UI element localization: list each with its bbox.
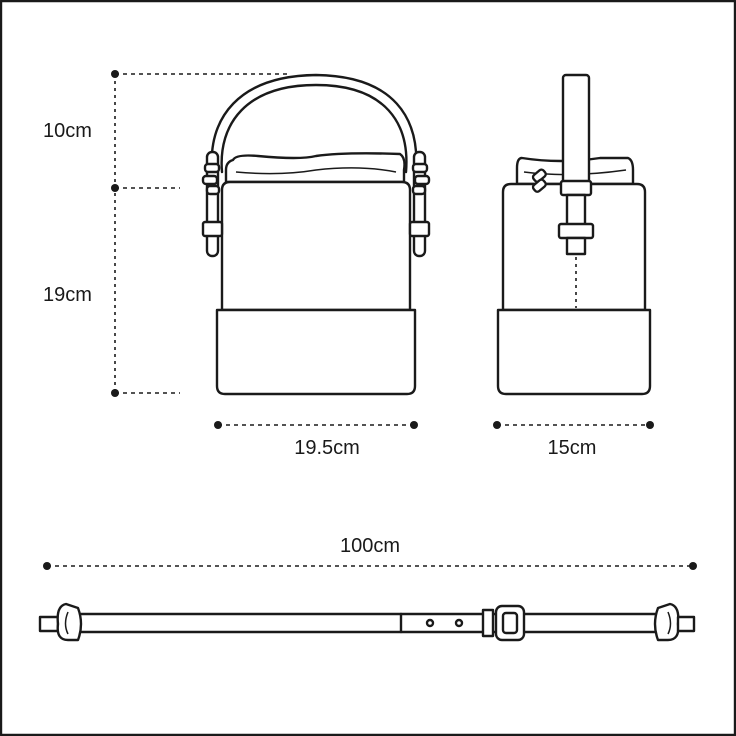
right-cord-stopper (411, 184, 427, 196)
drawstring-ruffle (224, 152, 406, 184)
strap-dimension: 100cm (43, 535, 697, 570)
left-cord-stopper (203, 162, 221, 174)
dimension-endpoint (493, 421, 501, 429)
bag-body-base (215, 308, 417, 396)
strap-band (72, 612, 672, 634)
strap-left-clip-detail (64, 611, 69, 635)
strap-right-clip-detail (667, 611, 672, 635)
dimension-endpoint (43, 562, 51, 570)
depth-label: 15cm (548, 437, 597, 459)
dimension-endpoint (111, 70, 119, 78)
strap-left-clip (56, 602, 83, 642)
left-cord-stopper (201, 174, 219, 186)
strap-keeper (481, 608, 495, 638)
width-dimension: 19.5cm (214, 421, 418, 459)
side-strap-end (565, 236, 587, 256)
side-handle (561, 73, 591, 185)
left-cord-stopper (205, 184, 221, 196)
dimension-endpoint (214, 421, 222, 429)
width-label: 19.5cm (294, 437, 360, 459)
strap-length-label: 100cm (340, 535, 400, 557)
vertical-dimension: 10cm 19cm (43, 70, 290, 397)
strap-left-tab (38, 615, 60, 633)
dimension-endpoint (410, 421, 418, 429)
handle-height-label: 10cm (43, 120, 92, 142)
dimension-endpoint (111, 389, 119, 397)
bag-body-upper (220, 180, 412, 312)
bag-side-view (496, 73, 652, 396)
strap-hole (425, 618, 435, 628)
side-strap-buckle (557, 222, 595, 240)
left-strap-buckle (201, 220, 224, 238)
strap-buckle-inner (501, 611, 519, 635)
body-height-label: 19cm (43, 284, 92, 306)
right-cord-stopper (411, 162, 429, 174)
strap-right-clip (653, 602, 680, 642)
strap-right-tab (676, 615, 696, 633)
side-cord-stopper (531, 178, 547, 193)
side-handle-loop (559, 179, 593, 197)
handle-outer (210, 73, 418, 174)
dimension-endpoint (111, 184, 119, 192)
handle-inner (220, 83, 408, 174)
ruffle-fold (235, 167, 397, 175)
dimension-endpoint (689, 562, 697, 570)
right-strap-buckle (408, 220, 431, 238)
shoulder-strap (38, 602, 696, 642)
dimension-endpoint (646, 421, 654, 429)
strap-hole (454, 618, 464, 628)
depth-dimension: 15cm (493, 421, 654, 459)
bag-front-view (201, 73, 431, 396)
side-body-base (496, 308, 652, 396)
right-cord-stopper (413, 174, 431, 186)
